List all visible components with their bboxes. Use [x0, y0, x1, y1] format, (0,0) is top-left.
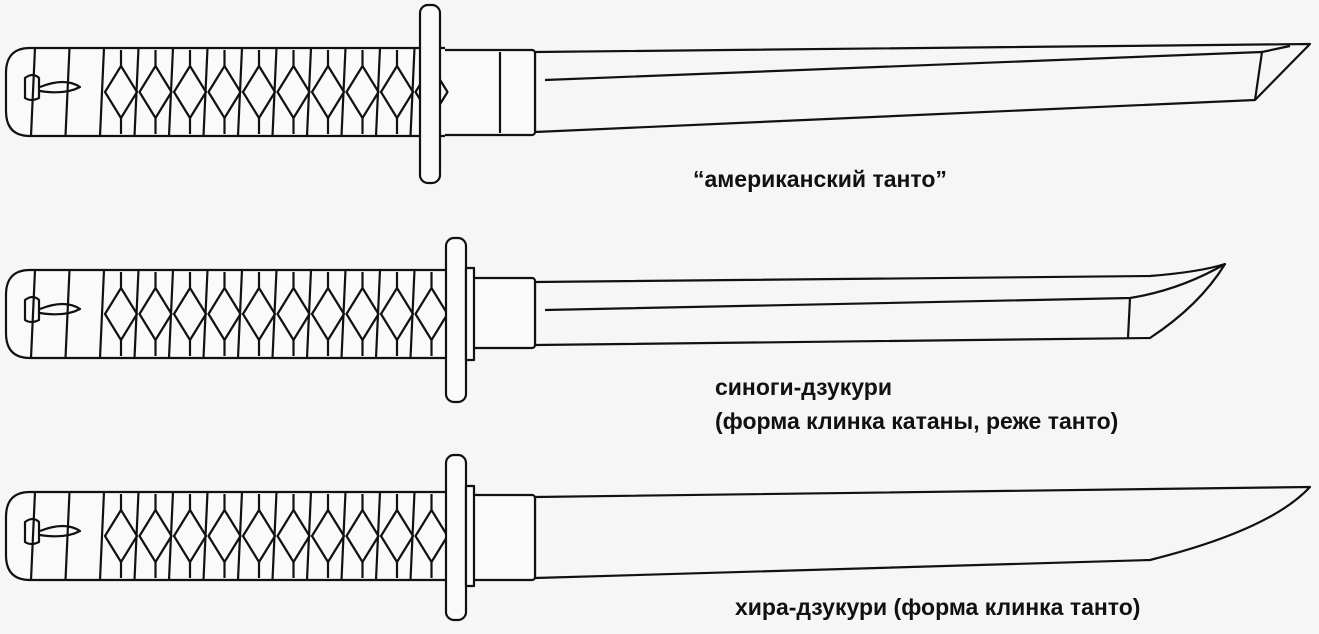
- wrap-band: [64, 47, 71, 137]
- wrap-band: [271, 491, 278, 581]
- wrap-band: [167, 47, 175, 137]
- handle-outline: [4, 268, 445, 360]
- wrap-band: [202, 491, 209, 581]
- kashira-cord: [23, 295, 82, 324]
- knife-shinogi-zukuri: [4, 236, 1227, 404]
- seppa: [464, 484, 476, 588]
- wrap-band: [64, 269, 71, 359]
- wrap-band: [98, 269, 106, 359]
- wrap-band: [98, 47, 106, 137]
- wrap-band: [133, 491, 140, 581]
- handle-outline: [4, 490, 445, 582]
- label-shinogi-zukuri: синоги-дзукури: [715, 374, 892, 400]
- knife-american-tanto: [4, 3, 1312, 185]
- handle: [4, 46, 449, 138]
- kashira-cord: [23, 517, 82, 546]
- label-hira-zukuri: хира-дзукури (форма клинка танто): [735, 594, 1141, 620]
- knife-hira-zukuri: [4, 453, 1312, 622]
- wrap-band: [29, 491, 37, 581]
- wrap-band: [374, 491, 382, 581]
- wrap-band: [64, 491, 71, 581]
- blade-ridge-line: [544, 50, 1264, 101]
- tsuba: [444, 453, 468, 622]
- handle-outline: [4, 46, 445, 138]
- wrap-band: [133, 47, 140, 137]
- wrap-band: [409, 491, 416, 581]
- habaki: [468, 276, 537, 350]
- wrap-band: [271, 269, 278, 359]
- seppa: [464, 266, 476, 362]
- habaki: [468, 493, 537, 582]
- handle: [4, 490, 449, 582]
- wrap-band: [374, 47, 382, 137]
- wrap-band: [340, 47, 347, 137]
- wrap-band: [167, 491, 175, 581]
- handle: [4, 268, 449, 360]
- wrap-band: [409, 269, 416, 359]
- wrap-band: [340, 269, 347, 359]
- tsuba: [418, 3, 442, 185]
- wrap-band: [305, 269, 313, 359]
- tsuba: [444, 236, 468, 404]
- wrap-band: [305, 491, 313, 581]
- blade: [533, 42, 1312, 134]
- blade-ridge-line: [544, 263, 1226, 312]
- wrap-band: [305, 47, 313, 137]
- label-shinogi-zukuri-note: (форма клинка катаны, реже танто): [715, 408, 1119, 434]
- wrap-band: [236, 269, 244, 359]
- blade: [533, 485, 1312, 580]
- yokote-line: [1126, 297, 1132, 339]
- wrap-band: [133, 269, 140, 359]
- label-american-tanto: “американский танто”: [693, 166, 947, 192]
- wrap-band: [340, 491, 347, 581]
- habaki: [438, 48, 537, 137]
- wrap-band: [236, 47, 244, 137]
- wrap-band: [202, 47, 209, 137]
- blade-tip-line: [1261, 44, 1291, 54]
- wrap-band: [236, 491, 244, 581]
- wrap-band: [409, 47, 416, 137]
- kashira-cord: [23, 73, 82, 102]
- wrap-band: [29, 269, 37, 359]
- wrap-band: [271, 47, 278, 137]
- wrap-band: [202, 269, 209, 359]
- wrap-band: [374, 269, 382, 359]
- wrap-band: [167, 269, 175, 359]
- blade: [533, 262, 1227, 347]
- wrap-band: [29, 47, 37, 137]
- wrap-band: [98, 491, 106, 581]
